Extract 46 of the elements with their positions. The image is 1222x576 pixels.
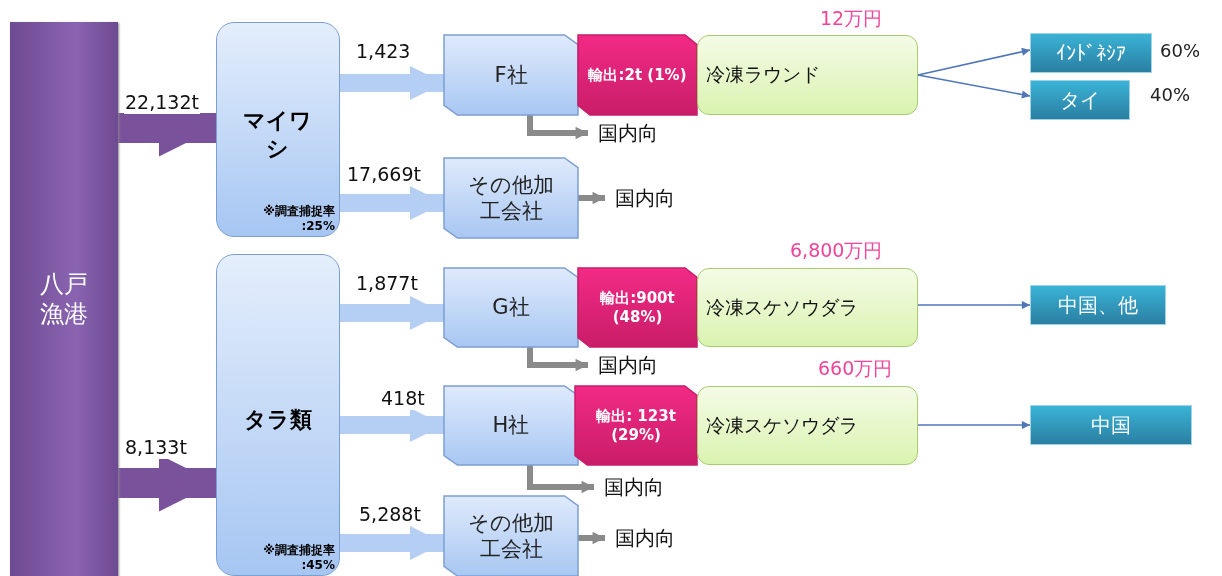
product-box: 冷凍スケソウダラ [697, 386, 918, 465]
edge-label: 8,133t [124, 437, 188, 459]
country-box: タイ [1030, 80, 1130, 120]
edge-label: 17,669t [346, 164, 422, 186]
arrow [527, 347, 588, 372]
note-text: ※調査捕捉率 :45% [262, 543, 335, 573]
edge-label: 22,132t [124, 92, 200, 114]
price-label: 6,800万円 [790, 238, 883, 263]
edge-label: 1,423 [355, 41, 412, 63]
company-box: G社 [444, 268, 578, 347]
company-box: その他加工会社 [444, 496, 578, 576]
port-bar: 八戸漁港 [10, 22, 118, 576]
species-box: マイワシ ※調査捕捉率 :25% [216, 22, 340, 237]
country-box: 中国、他 [1030, 285, 1166, 325]
arrow [917, 420, 1031, 430]
arrow [917, 47, 1031, 76]
arrow [527, 115, 588, 140]
block-arrow [340, 65, 444, 101]
block-arrow [340, 407, 444, 443]
country-box: ｲﾝﾄﾞﾈｼｱ [1030, 33, 1152, 73]
arrow [917, 74, 1031, 99]
price-label: 660万円 [818, 356, 893, 381]
company-box: H社 [444, 386, 578, 465]
company-box: その他加工会社 [444, 158, 578, 238]
edge-label: 1,877t [355, 273, 419, 295]
block-arrow [340, 185, 444, 221]
share-label: 40% [1150, 84, 1190, 105]
country-box: 中国 [1030, 405, 1192, 445]
arrow [917, 300, 1031, 310]
species-box: タラ類 ※調査捕捉率 :45% [216, 254, 340, 576]
note-text: ※調査捕捉率 :25% [262, 204, 335, 234]
block-arrow [340, 525, 444, 561]
export-box: 輸出:2t (1%) [578, 35, 697, 115]
block-arrow [340, 295, 444, 331]
company-box: F社 [444, 35, 578, 115]
price-label: 12万円 [820, 6, 883, 31]
share-label: 60% [1160, 40, 1200, 61]
arrow [578, 531, 605, 545]
export-box: 輸出: 123t (29%) [575, 386, 697, 465]
arrow [527, 465, 594, 494]
export-box: 輸出:900t (48%) [578, 268, 697, 347]
edge-label: 418t [380, 388, 426, 410]
arrow [578, 191, 605, 205]
product-box: 冷凍スケソウダラ [697, 268, 918, 347]
edge-label: 5,288t [358, 504, 422, 526]
product-box: 冷凍ラウンド [697, 35, 918, 115]
